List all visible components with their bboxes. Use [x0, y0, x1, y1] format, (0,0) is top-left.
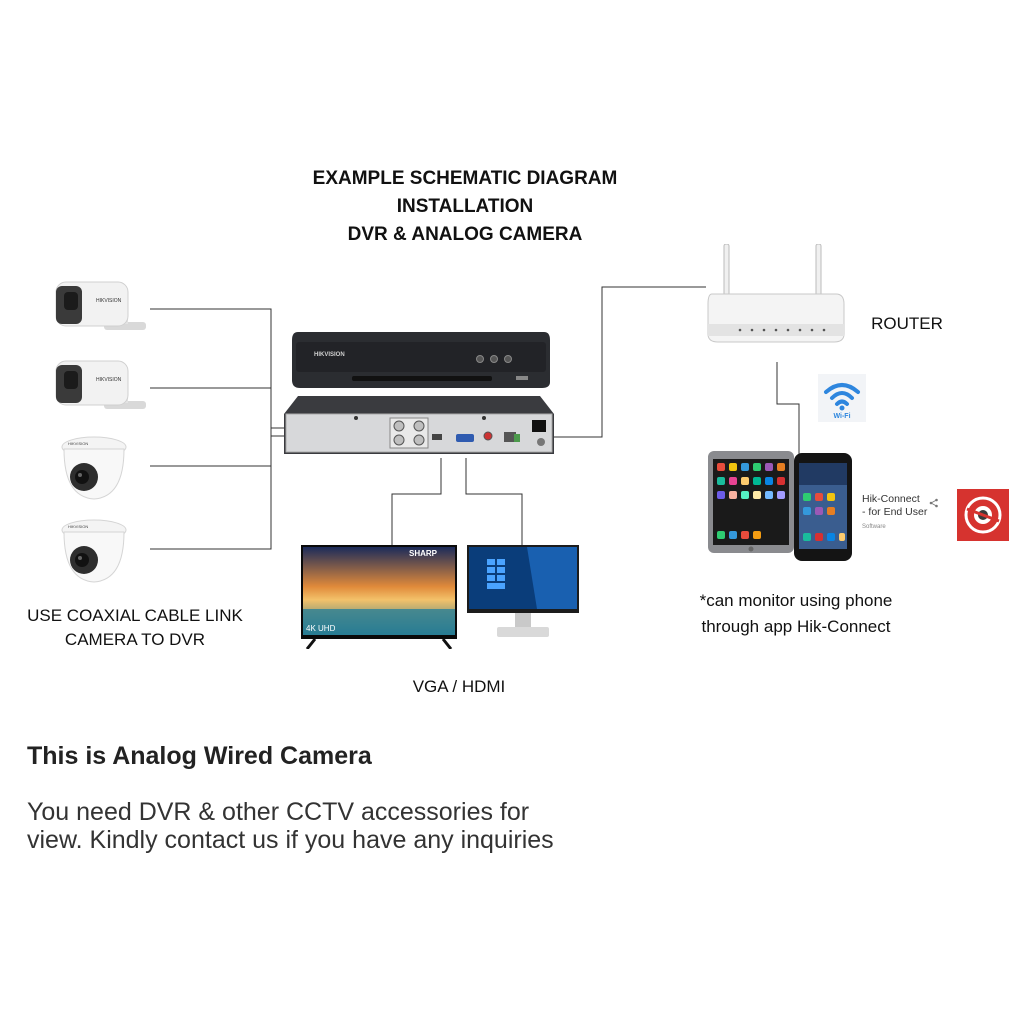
bullet-camera-1: HIKVISION [55, 281, 146, 330]
dome-camera-1: HIKVISION [61, 436, 127, 500]
vga-hdmi-label: VGA / HDMI [412, 677, 506, 696]
wifi-text: Wi-Fi [833, 413, 850, 420]
dvr-back-panel [284, 396, 554, 454]
bullet-camera-2: HIKVISION [55, 360, 146, 409]
monitor-note-line-1: *can monitor using phone [699, 591, 893, 610]
wifi-icon: Wi-Fi [818, 374, 866, 422]
dvr-brand: HIKVISION [314, 352, 345, 358]
dome-brand-2: HIKVISION [68, 524, 88, 529]
computer-monitor [467, 545, 579, 637]
router [707, 244, 845, 343]
camera-bus-wire [150, 308, 272, 550]
hik-connect-app-card: Hik-Connect - for End User Software [862, 493, 952, 534]
tv-brand: SHARP [409, 549, 438, 558]
diagram-title-line-1: EXAMPLE SCHEMATIC DIAGRAM [312, 168, 618, 189]
dvr-front: HIKVISION [292, 332, 550, 388]
camera-brand-2: HIKVISION [96, 377, 122, 383]
dome-camera-2: HIKVISION [61, 519, 127, 583]
footer-heading: This is Analog Wired Camera [27, 742, 372, 770]
coax-note-line-1: USE COAXIAL CABLE LINK [27, 606, 243, 625]
footer-body-line-2: view. Kindly contact us if you have any … [27, 826, 554, 854]
dvr-monitor-wire [465, 458, 523, 547]
app-name-line-2: - for End User [862, 506, 928, 518]
app-name-line-1: Hik-Connect [862, 493, 920, 505]
tablet [708, 451, 794, 553]
footer-body: You need DVR & other CCTV accessories fo… [27, 798, 647, 854]
router-phone-wire [776, 362, 800, 455]
camera-brand-1: HIKVISION [96, 298, 122, 304]
tv: SHARP 4K UHD [301, 545, 457, 649]
share-icon [929, 498, 938, 508]
tv-badge: 4K UHD [306, 624, 336, 633]
router-label: ROUTER [871, 314, 943, 333]
hik-connect-logo-icon [957, 489, 1009, 541]
diagram-title-line-2: INSTALLATION [396, 196, 534, 217]
dvr-tv-wire [391, 458, 442, 547]
app-category: Software [862, 524, 886, 530]
footer-body-line-1: You need DVR & other CCTV accessories fo… [27, 798, 530, 826]
dvr-router-wire [550, 286, 706, 438]
diagram-title-line-3: DVR & ANALOG CAMERA [347, 224, 583, 245]
dome-brand-1: HIKVISION [68, 441, 88, 446]
smartphone [794, 453, 852, 561]
monitor-note-line-2: through app Hik-Connect [701, 617, 891, 636]
coax-note-line-2: CAMERA TO DVR [64, 630, 206, 649]
